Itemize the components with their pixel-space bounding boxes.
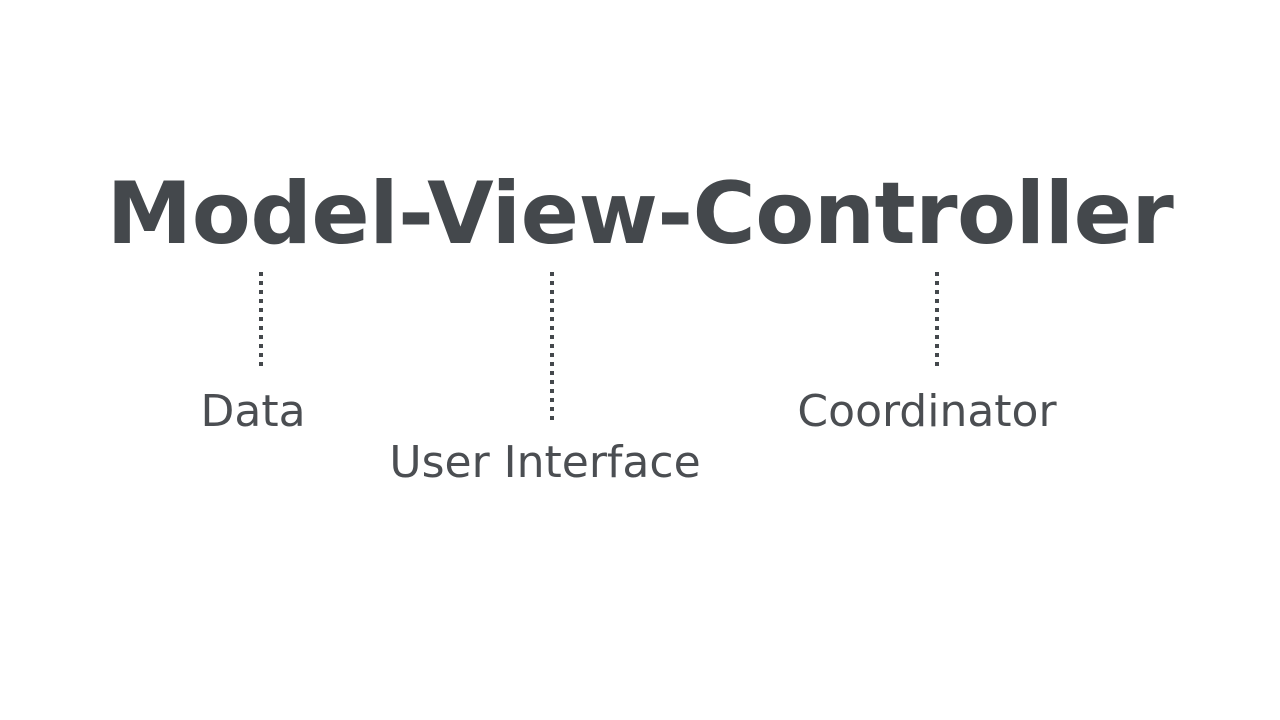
- label-controller-coordinator: Coordinator: [797, 386, 1057, 437]
- connector-line-model: [259, 272, 263, 366]
- page-title: Model-View-Controller: [106, 164, 1174, 264]
- label-view-user-interface: User Interface: [389, 437, 701, 488]
- label-model-data: Data: [200, 386, 306, 437]
- connector-line-controller: [935, 272, 939, 366]
- connector-line-view: [550, 272, 554, 420]
